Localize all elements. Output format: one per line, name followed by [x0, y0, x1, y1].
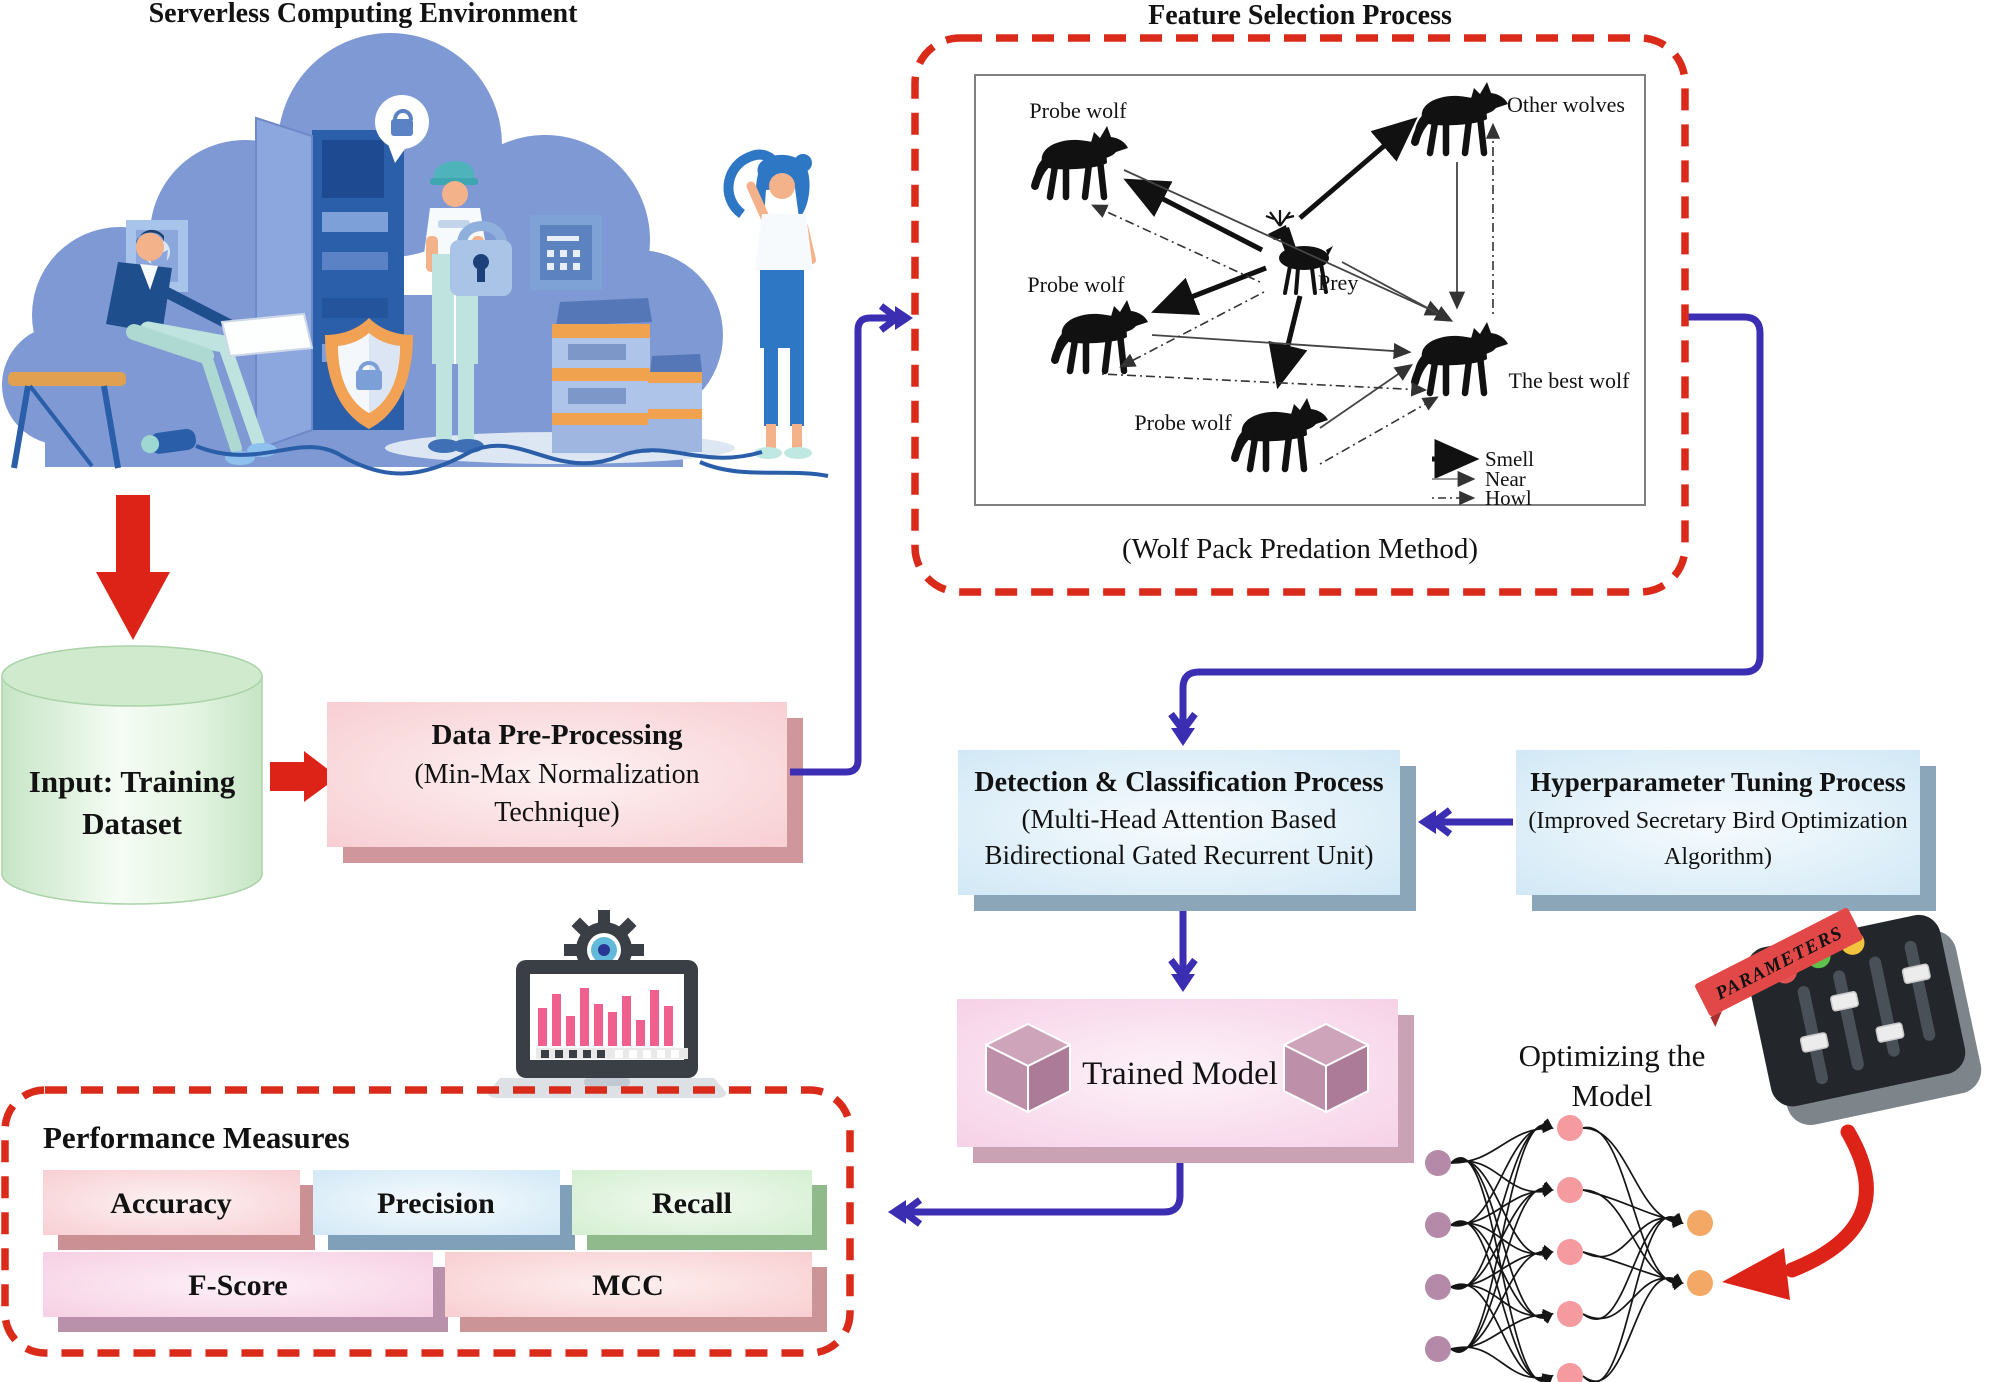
- hyperparameter-sub2: Algorithm): [1664, 844, 1772, 870]
- nn-edge: [1450, 1119, 1554, 1290]
- legend-near-label: Near: [1485, 467, 1526, 491]
- measure-box-mcc: MCC: [445, 1252, 827, 1332]
- nn-hidden-node: [1557, 1239, 1583, 1265]
- arrow-mixer-to-network-head: [1722, 1248, 1790, 1300]
- arrow-illustration-to-dataset: [96, 495, 170, 640]
- measure-box-precision: Precision: [313, 1170, 575, 1250]
- hyperparameter-sub1: (Improved Secretary Bird Optimization: [1528, 808, 1907, 834]
- howl-arrows: [1091, 122, 1501, 465]
- model-cube-icon: [1283, 1023, 1369, 1113]
- nn-edge: [1450, 1120, 1554, 1227]
- detection-box: Detection & Classification Process (Mult…: [958, 750, 1416, 911]
- nn-edge: [1450, 1122, 1554, 1164]
- nn-edges: [1450, 1118, 1684, 1382]
- serverless-title: Serverless Computing Environment: [149, 0, 578, 29]
- legend-smell-label: Smell: [1485, 447, 1534, 471]
- seated-developer: [8, 229, 314, 469]
- server-stack-icon: [648, 354, 702, 452]
- preprocessing-sub1: (Min-Max Normalization: [414, 759, 699, 790]
- nn-edge: [1450, 1346, 1554, 1382]
- server-stack-icon: [552, 298, 652, 453]
- connector-preprocessing-to-featureselection: [790, 314, 893, 776]
- detection-sub1: (Multi-Head Attention Based: [1022, 804, 1337, 834]
- data-processing-laptop-icon: [487, 910, 727, 1098]
- nn-edge: [1582, 1126, 1684, 1291]
- arrow-dataset-to-preprocessing: [270, 751, 338, 802]
- feature-selection-dashed-border: [911, 34, 1689, 596]
- input-dataset-line1: Input: Training: [29, 764, 236, 799]
- nn-hidden-node: [1557, 1115, 1583, 1141]
- hyperparameter-box: Hyperparameter Tuning Process (Improved …: [1516, 750, 1936, 911]
- measure-box-accuracy: Accuracy: [43, 1170, 315, 1250]
- nn-output-node: [1687, 1210, 1713, 1236]
- preprocessing-sub2: Technique): [494, 797, 620, 828]
- nn-input-node: [1425, 1150, 1451, 1176]
- measure-fscore-label: F-Score: [188, 1269, 287, 1302]
- input-dataset-line2: Dataset: [82, 806, 183, 841]
- nn-edge: [1582, 1213, 1684, 1320]
- preprocessing-title: Data Pre-Processing: [431, 719, 683, 751]
- nn-output-node: [1687, 1270, 1713, 1296]
- nn-edge: [1582, 1214, 1684, 1258]
- padlock-icon: [450, 221, 512, 296]
- probe-wolf-label: Probe wolf: [1029, 98, 1127, 123]
- performance-title: Performance Measures: [43, 1120, 350, 1155]
- optimizing-label-line1: Optimizing the: [1519, 1038, 1706, 1073]
- nn-hidden-node: [1557, 1363, 1583, 1382]
- feature-selection-title: Feature Selection Process: [1148, 0, 1452, 31]
- measure-precision-label: Precision: [377, 1187, 495, 1220]
- preprocessing-box: Data Pre-Processing (Min-Max Normalizati…: [327, 702, 803, 863]
- connector-trainedmodel-to-performance: [910, 1147, 1184, 1216]
- connectors: [790, 313, 1764, 1216]
- trained-model-label: Trained Model: [1082, 1056, 1278, 1092]
- other-wolves-label: Other wolves: [1507, 92, 1625, 117]
- cable-icon: [141, 428, 829, 478]
- measure-box-recall: Recall: [572, 1170, 827, 1250]
- model-cube-icon: [985, 1023, 1071, 1113]
- nn-edge: [1582, 1212, 1684, 1382]
- connector-arrowheads: [878, 303, 1453, 1227]
- probe-wolf-label: Probe wolf: [1027, 272, 1125, 297]
- standing-woman: [723, 149, 816, 459]
- measure-accuracy-label: Accuracy: [110, 1187, 232, 1220]
- nn-nodes: [1425, 1115, 1713, 1382]
- input-dataset-cylinder: Input: Training Dataset: [1, 645, 263, 905]
- legend-howl-label: Howl: [1485, 486, 1532, 510]
- bar-chart-icon: [538, 988, 673, 1046]
- nn-edge: [1450, 1308, 1554, 1350]
- smell-arrows: [1123, 117, 1418, 390]
- best-wolf-label: The best wolf: [1509, 368, 1631, 393]
- lock-bubble-icon: [375, 95, 429, 163]
- performance-section: Performance Measures Accuracy Precision …: [1, 1086, 854, 1357]
- nn-input-node: [1425, 1212, 1451, 1238]
- measure-box-fscore: F-Score: [43, 1252, 448, 1332]
- nn-input-node: [1425, 1274, 1451, 1300]
- near-arrows: [1123, 162, 1466, 429]
- serverless-illustration: Serverless Computing Environment: [2, 0, 829, 478]
- optimizing-label-line2: Model: [1572, 1078, 1653, 1113]
- detection-sub2: Bidirectional Gated Recurrent Unit): [984, 840, 1373, 870]
- feature-selection-section: Feature Selection Process Probe wolf Oth…: [911, 0, 1689, 596]
- arrow-mixer-to-network: [1784, 1124, 1874, 1278]
- nn-edge: [1450, 1181, 1554, 1352]
- detection-title: Detection & Classification Process: [974, 767, 1383, 798]
- wolf-legend: Smell Near Howl: [1432, 439, 1534, 510]
- measure-mcc-label: MCC: [592, 1269, 664, 1302]
- wolf-pack-caption: (Wolf Pack Predation Method): [1122, 533, 1478, 565]
- trained-model-box: Trained Model: [957, 999, 1414, 1163]
- nn-edge: [1582, 1127, 1684, 1229]
- measure-recall-label: Recall: [652, 1187, 732, 1220]
- nn-hidden-node: [1557, 1301, 1583, 1327]
- shield-lock-icon: [325, 318, 413, 429]
- hyperparameter-title: Hyperparameter Tuning Process: [1530, 767, 1906, 797]
- performance-dashed-border: [1, 1086, 854, 1357]
- nn-input-node: [1425, 1336, 1451, 1362]
- connector-featureselection-to-detection: [1179, 313, 1764, 726]
- prey-label: Prey: [1318, 270, 1358, 295]
- nn-hidden-node: [1557, 1177, 1583, 1203]
- dashboard-frame-icon: [530, 215, 602, 290]
- probe-wolf-label: Probe wolf: [1134, 410, 1232, 435]
- tuning-mixer-icon: PARAMETERS: [1695, 907, 1982, 1300]
- nn-edge: [1582, 1273, 1684, 1382]
